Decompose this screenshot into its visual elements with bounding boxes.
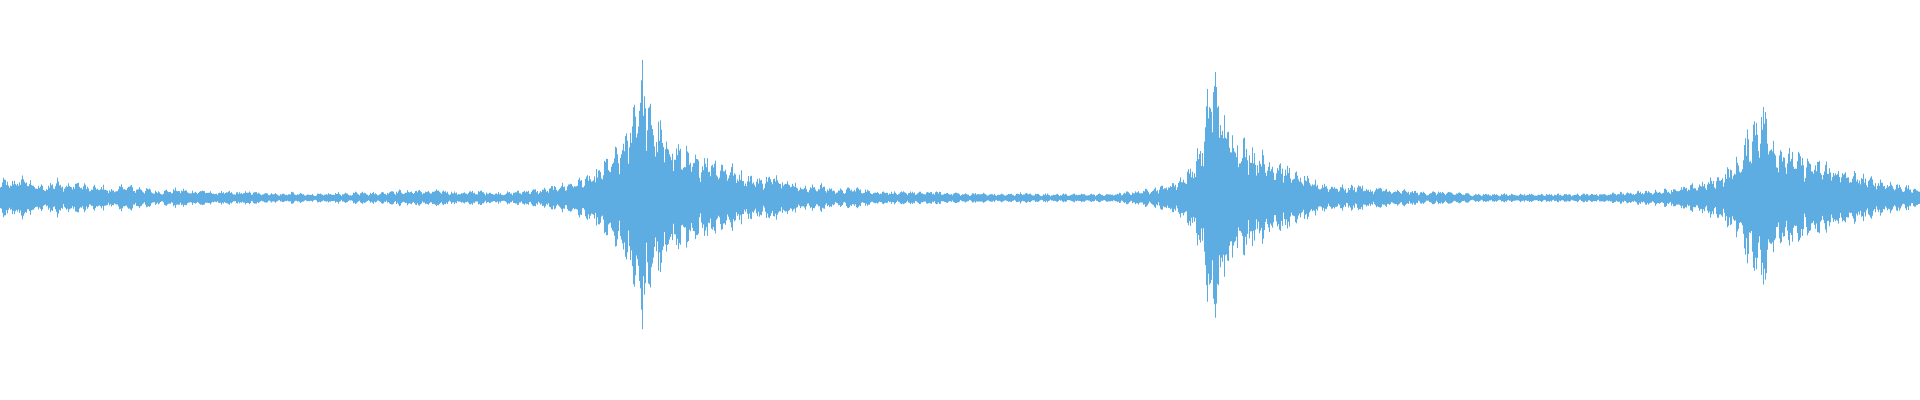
waveform-path-group: [0, 59, 1920, 330]
